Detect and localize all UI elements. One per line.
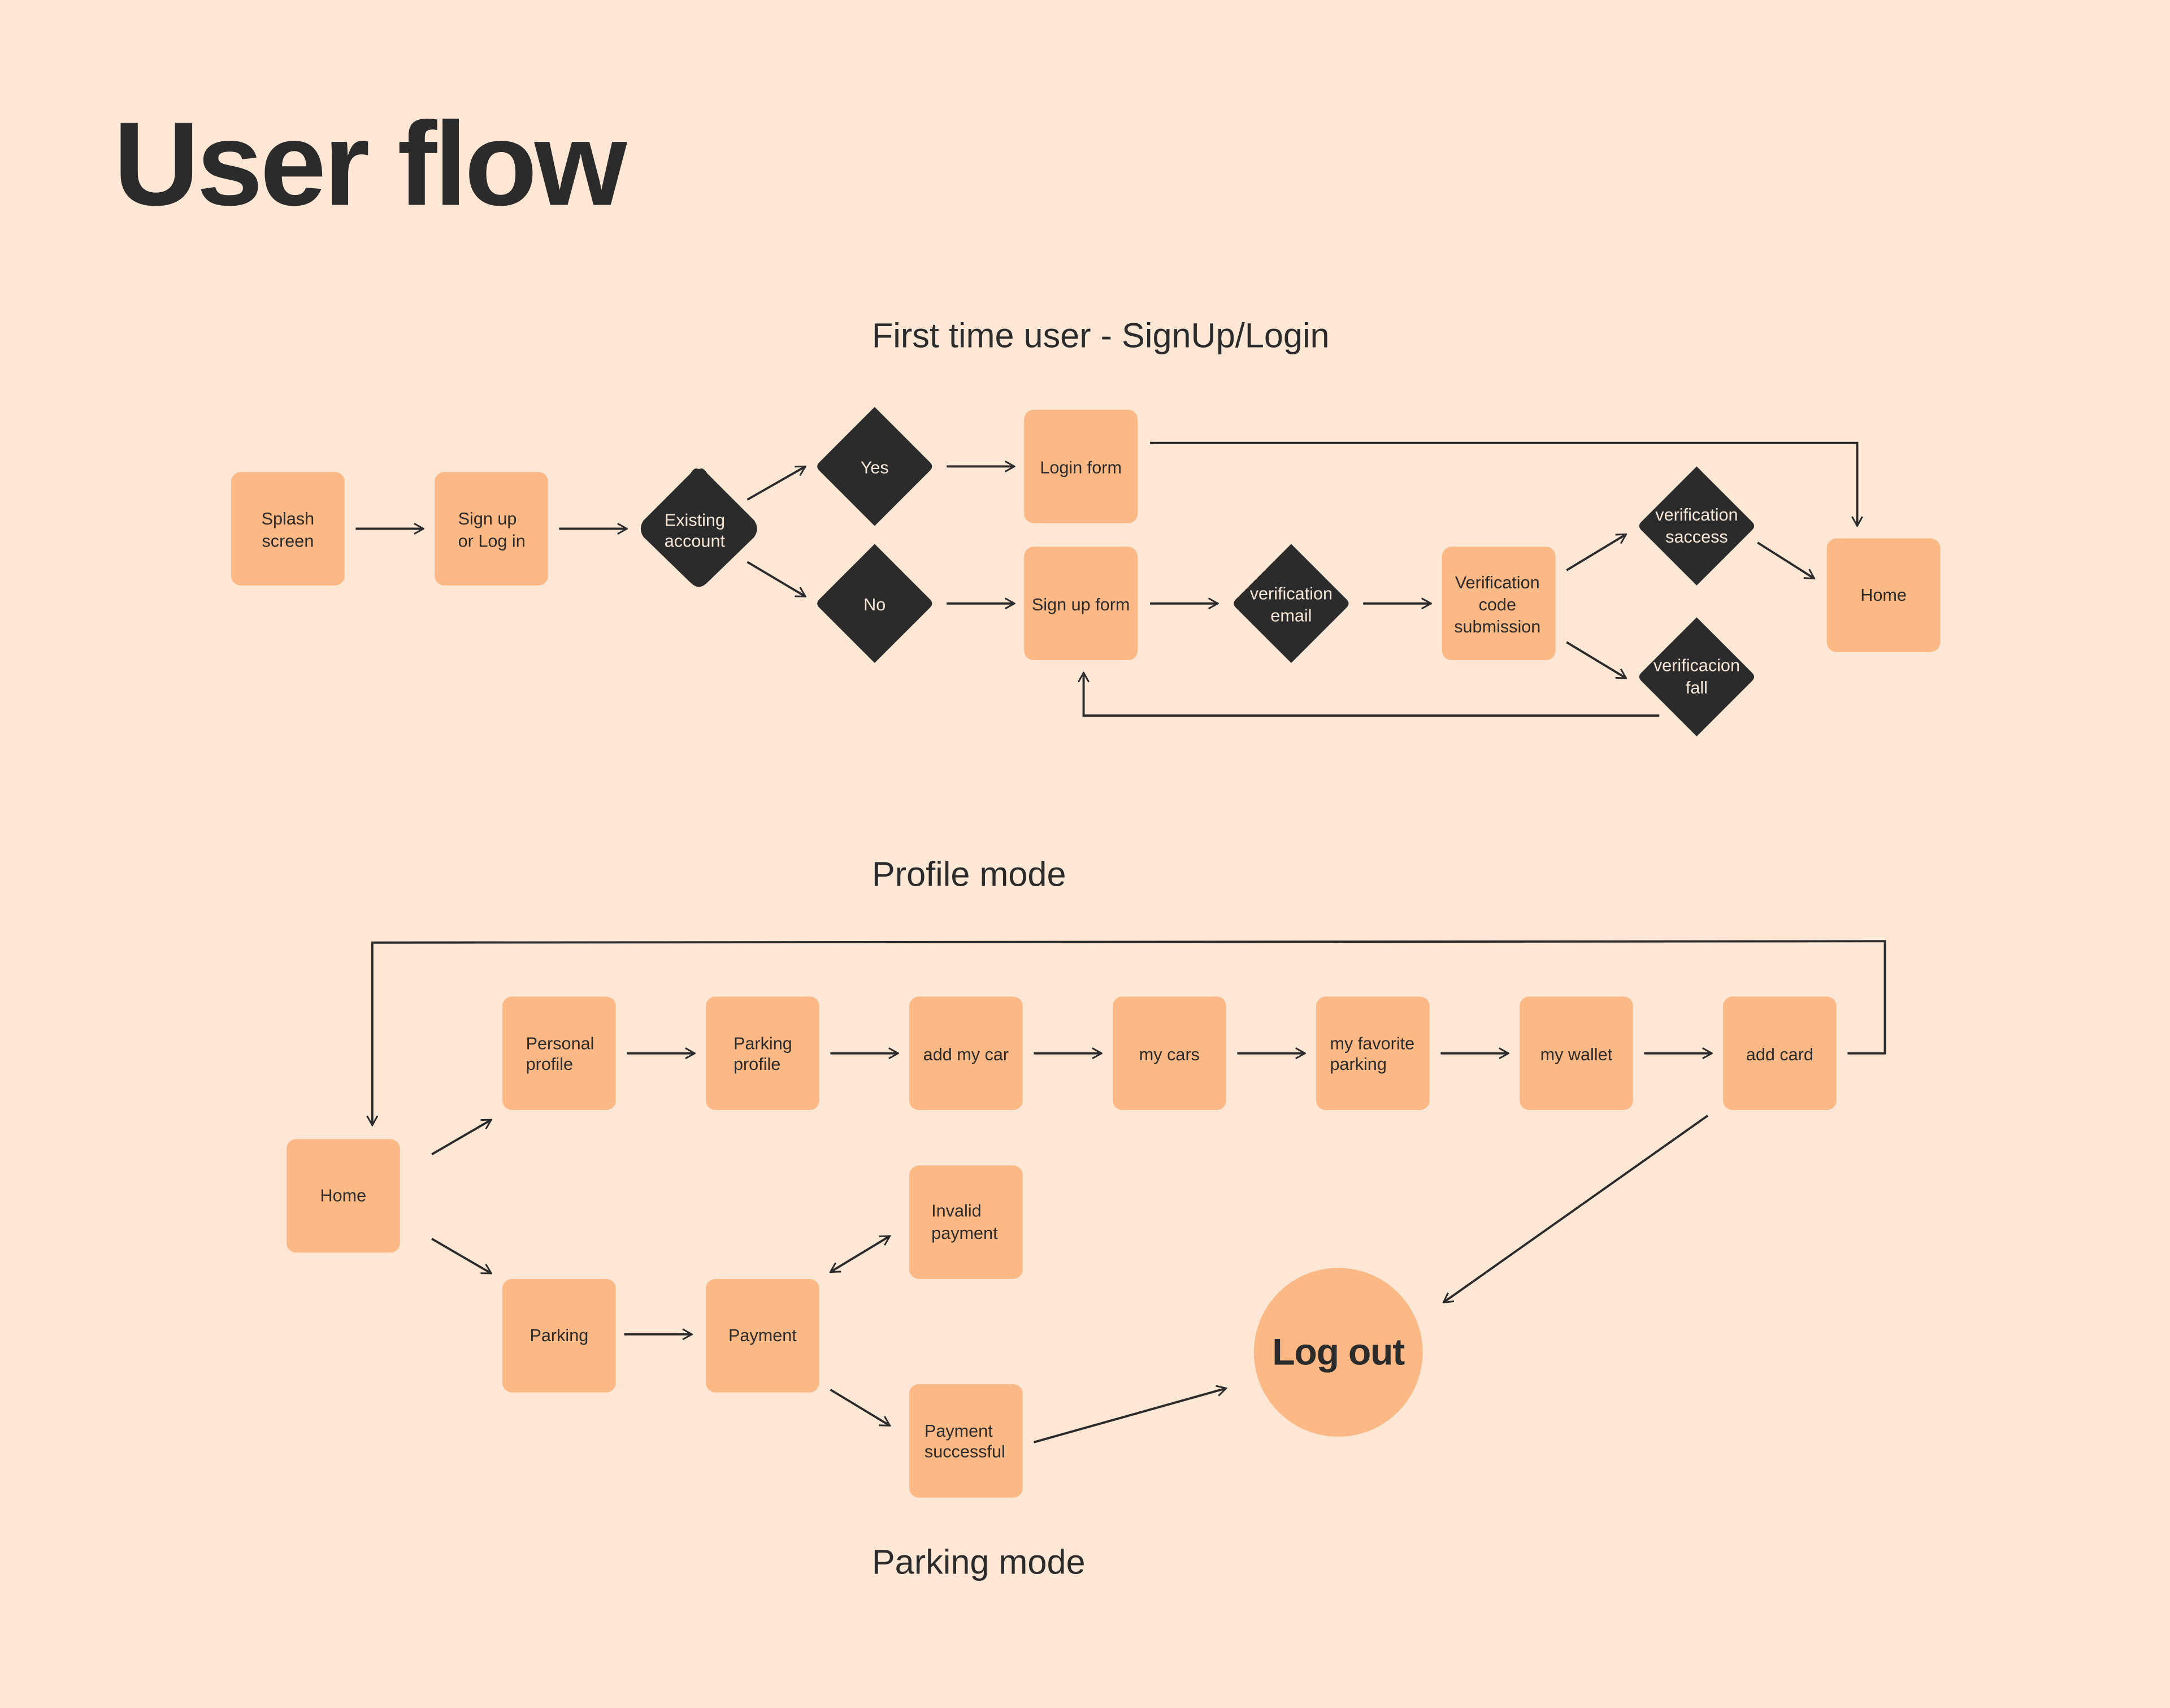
edge-success-home xyxy=(1757,541,1814,580)
svg-text:my cars: my cars xyxy=(1139,1045,1200,1064)
svg-text:my wallet: my wallet xyxy=(1540,1045,1613,1064)
edge-existing-no xyxy=(747,561,805,598)
svg-text:Login form: Login form xyxy=(1040,458,1122,478)
svg-text:add card: add card xyxy=(1746,1045,1813,1064)
edge-home-personal xyxy=(431,1119,491,1156)
section-heading-profile: Profile mode xyxy=(872,855,1066,893)
svg-text:Parking: Parking xyxy=(530,1326,589,1345)
node-home-top[interactable]: Home xyxy=(1826,538,1941,652)
svg-text:Home: Home xyxy=(320,1186,367,1206)
edge-payment-invalid xyxy=(830,1235,889,1273)
edges-profile-parking xyxy=(372,940,1886,1443)
node-add-card[interactable]: add card xyxy=(1722,996,1837,1111)
svg-text:Yes: Yes xyxy=(861,458,889,478)
node-signup-form[interactable]: Sign up form xyxy=(1024,547,1138,661)
node-my-wallet[interactable]: my wallet xyxy=(1519,996,1633,1111)
decision-yes[interactable]: Yes xyxy=(817,406,932,526)
edge-addcard-home xyxy=(372,940,1886,1125)
section-heading-parking: Parking mode xyxy=(872,1542,1086,1581)
svg-text:Sign up form: Sign up form xyxy=(1032,595,1130,614)
node-home-bottom[interactable]: Home xyxy=(286,1139,400,1253)
edge-existing-yes xyxy=(747,465,805,501)
edge-fail-signupform xyxy=(1084,673,1660,717)
node-parking[interactable]: Parking xyxy=(502,1278,616,1393)
edge-home-parking xyxy=(431,1238,491,1275)
node-payment[interactable]: Payment xyxy=(705,1278,819,1393)
node-add-my-car[interactable]: add my car xyxy=(909,996,1023,1111)
node-log-out[interactable]: Log out xyxy=(1253,1268,1423,1437)
node-my-cars[interactable]: my cars xyxy=(1112,996,1226,1111)
page-title: User flow xyxy=(114,97,628,230)
edge-payment-successful xyxy=(830,1389,889,1427)
svg-text:Payment: Payment xyxy=(728,1326,797,1345)
decision-no[interactable]: No xyxy=(817,544,932,664)
edge-successful-logout xyxy=(1033,1388,1226,1443)
edge-code-success xyxy=(1566,533,1626,571)
svg-text:Home: Home xyxy=(1860,586,1907,605)
edges-signup xyxy=(355,441,1857,717)
edge-code-fail xyxy=(1566,641,1626,679)
svg-text:No: No xyxy=(863,595,886,614)
svg-text:add my car: add my car xyxy=(923,1045,1009,1064)
svg-text:Log out: Log out xyxy=(1272,1332,1405,1373)
edge-addcard-logout xyxy=(1443,1115,1709,1303)
node-login-form[interactable]: Login form xyxy=(1024,409,1138,523)
section-heading-signup: First time user - SignUp/Login xyxy=(872,317,1330,355)
edge-login-home xyxy=(1150,441,1857,526)
